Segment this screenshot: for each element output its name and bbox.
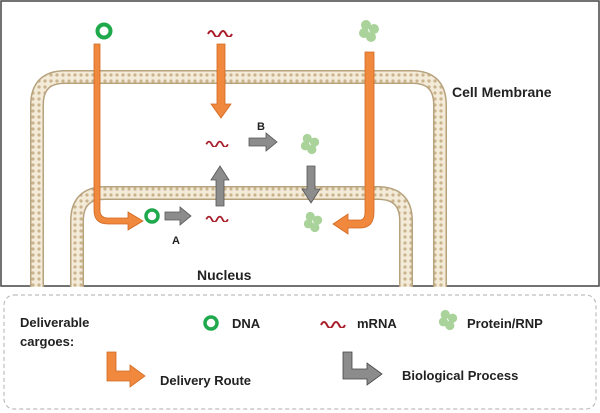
nucleus-label: Nucleus <box>197 267 252 283</box>
dna-icon <box>95 22 113 40</box>
diagram-frame <box>0 0 600 287</box>
legend-dna-icon <box>203 315 219 331</box>
mrna-delivery-arrow <box>210 43 232 119</box>
mrna-icon <box>207 30 233 37</box>
legend-title-line2: cargoes: <box>20 334 74 349</box>
process-arrow-up <box>210 165 230 207</box>
legend-delivery-arrow-icon <box>106 351 146 388</box>
mrna-cytoplasm-icon <box>205 140 229 147</box>
protein-delivery-arrow <box>332 51 375 235</box>
step-b-label: B <box>257 121 265 133</box>
legend-dna-label: DNA <box>232 316 261 331</box>
protein-cytoplasm-icon <box>300 133 320 155</box>
dna-nucleus-icon <box>144 208 160 224</box>
protein-nucleus-icon <box>303 211 323 233</box>
legend-biological-process-label: Biological Process <box>402 368 518 383</box>
legend-title-line1: Deliverable <box>20 315 89 330</box>
step-a-label: A <box>172 235 180 247</box>
process-arrow-down <box>301 165 321 204</box>
legend-delivery-route-label: Delivery Route <box>160 373 251 388</box>
mrna-nucleus-icon <box>205 215 229 222</box>
dna-delivery-arrow <box>93 43 144 231</box>
legend-process-arrow-icon <box>342 351 383 386</box>
process-arrow-b <box>248 132 278 152</box>
cell-membrane-label: Cell Membrane <box>452 84 552 100</box>
process-arrow-a <box>164 206 192 226</box>
protein-icon <box>359 20 379 42</box>
legend-protein-label: Protein/RNP <box>467 316 543 331</box>
legend-mrna-label: mRNA <box>357 316 397 331</box>
legend-box <box>3 294 597 410</box>
